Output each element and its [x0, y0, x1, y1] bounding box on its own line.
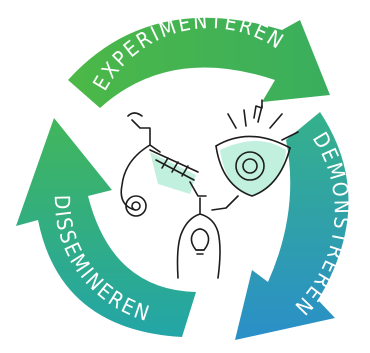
arrow-experimenteren: [68, 17, 330, 108]
microscope-lightbulb-head-icon: [120, 99, 299, 279]
arrow-demonstreren: [235, 112, 349, 340]
arrow-dissemineren: [16, 118, 196, 337]
